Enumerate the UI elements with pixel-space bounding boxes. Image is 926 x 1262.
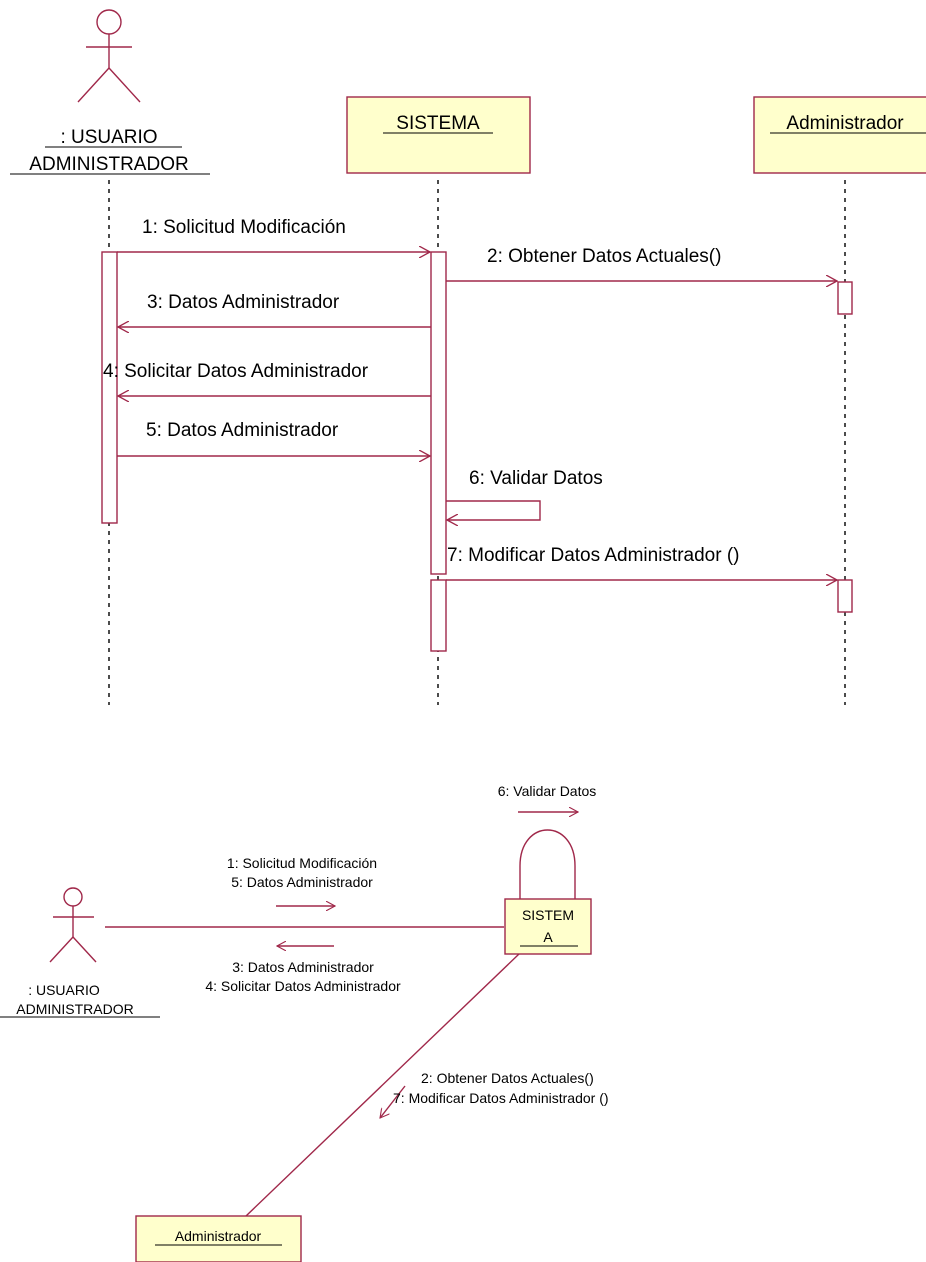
activation-admin-1: [837, 281, 853, 315]
seq-message-6-label: 6: Validar Datos: [469, 468, 603, 489]
seq-object-sistema: SISTEMA: [346, 96, 531, 174]
seq-object-administrador-label: Administrador: [786, 113, 904, 134]
collab-message-6-label: 6: Validar Datos: [498, 783, 597, 799]
seq-message-5: 5: Datos Administrador: [117, 420, 430, 456]
collab-object-administrador: Administrador: [135, 1215, 302, 1262]
collab-actor-label-2: ADMINISTRADOR: [16, 1001, 133, 1017]
collab-messages-to-admin: 2: Obtener Datos Actuales() 7: Modificar…: [380, 1070, 609, 1118]
seq-message-4: 4: Solicitar Datos Administrador: [103, 361, 431, 396]
sequence-diagram: : USUARIO ADMINISTRADOR SISTEMA Administ…: [10, 9, 926, 705]
seq-message-1-label: 1: Solicitud Modificación: [142, 217, 346, 238]
seq-object-sistema-label: SISTEMA: [396, 113, 480, 134]
link-sistema-admin: [245, 953, 520, 1217]
collab-actor-label-1: : USUARIO: [28, 982, 100, 998]
seq-message-2: 2: Obtener Datos Actuales(): [446, 246, 837, 281]
seq-message-3-label: 3: Datos Administrador: [147, 292, 340, 313]
activation-sistema-1: [430, 251, 447, 575]
collab-sistema-label-1: SISTEM: [522, 907, 574, 923]
collab-message-5-label: 5: Datos Administrador: [231, 874, 373, 890]
collab-actor: : USUARIO ADMINISTRADOR: [0, 887, 160, 1018]
collab-message-2-label: 2: Obtener Datos Actuales(): [421, 1070, 594, 1086]
collab-message-1-label: 1: Solicitud Modificación: [227, 855, 377, 871]
collab-messages-to-actor: 3: Datos Administrador 4: Solicitar Dato…: [205, 946, 401, 994]
collaboration-diagram: : USUARIO ADMINISTRADOR SISTEM A Adminis…: [0, 783, 609, 1262]
collab-message-6: 6: Validar Datos: [498, 783, 597, 812]
seq-message-7: 7: Modificar Datos Administrador (): [446, 545, 837, 580]
seq-message-7-label: 7: Modificar Datos Administrador (): [447, 545, 740, 566]
seq-message-2-label: 2: Obtener Datos Actuales(): [487, 246, 721, 267]
seq-object-administrador: Administrador: [753, 96, 926, 174]
activation-sistema-2: [430, 579, 447, 652]
seq-actor: : USUARIO ADMINISTRADOR: [10, 9, 210, 175]
seq-message-5-label: 5: Datos Administrador: [146, 420, 339, 441]
collab-message-3-label: 3: Datos Administrador: [232, 959, 374, 975]
collab-object-sistema: SISTEM A: [504, 898, 592, 955]
self-loop: [519, 829, 576, 899]
seq-actor-label-2: ADMINISTRADOR: [29, 154, 188, 175]
collab-message-4-label: 4: Solicitar Datos Administrador: [205, 978, 401, 994]
activation-admin-2: [837, 579, 853, 613]
collab-sistema-label-2: A: [543, 929, 553, 945]
seq-message-4-label: 4: Solicitar Datos Administrador: [103, 361, 369, 382]
stick-figure-icon: [77, 9, 141, 103]
seq-actor-label-1: : USUARIO: [60, 127, 157, 148]
activation-actor: [101, 251, 118, 524]
seq-message-1: 1: Solicitud Modificación: [117, 217, 430, 252]
stick-figure-icon: [49, 887, 97, 963]
seq-message-3: 3: Datos Administrador: [118, 292, 431, 327]
seq-message-6: 6: Validar Datos: [446, 468, 603, 520]
collab-administrador-label: Administrador: [175, 1228, 262, 1244]
collab-message-7-label: 7: Modificar Datos Administrador (): [393, 1090, 609, 1106]
collab-messages-to-sistema: 1: Solicitud Modificación 5: Datos Admin…: [227, 855, 377, 906]
